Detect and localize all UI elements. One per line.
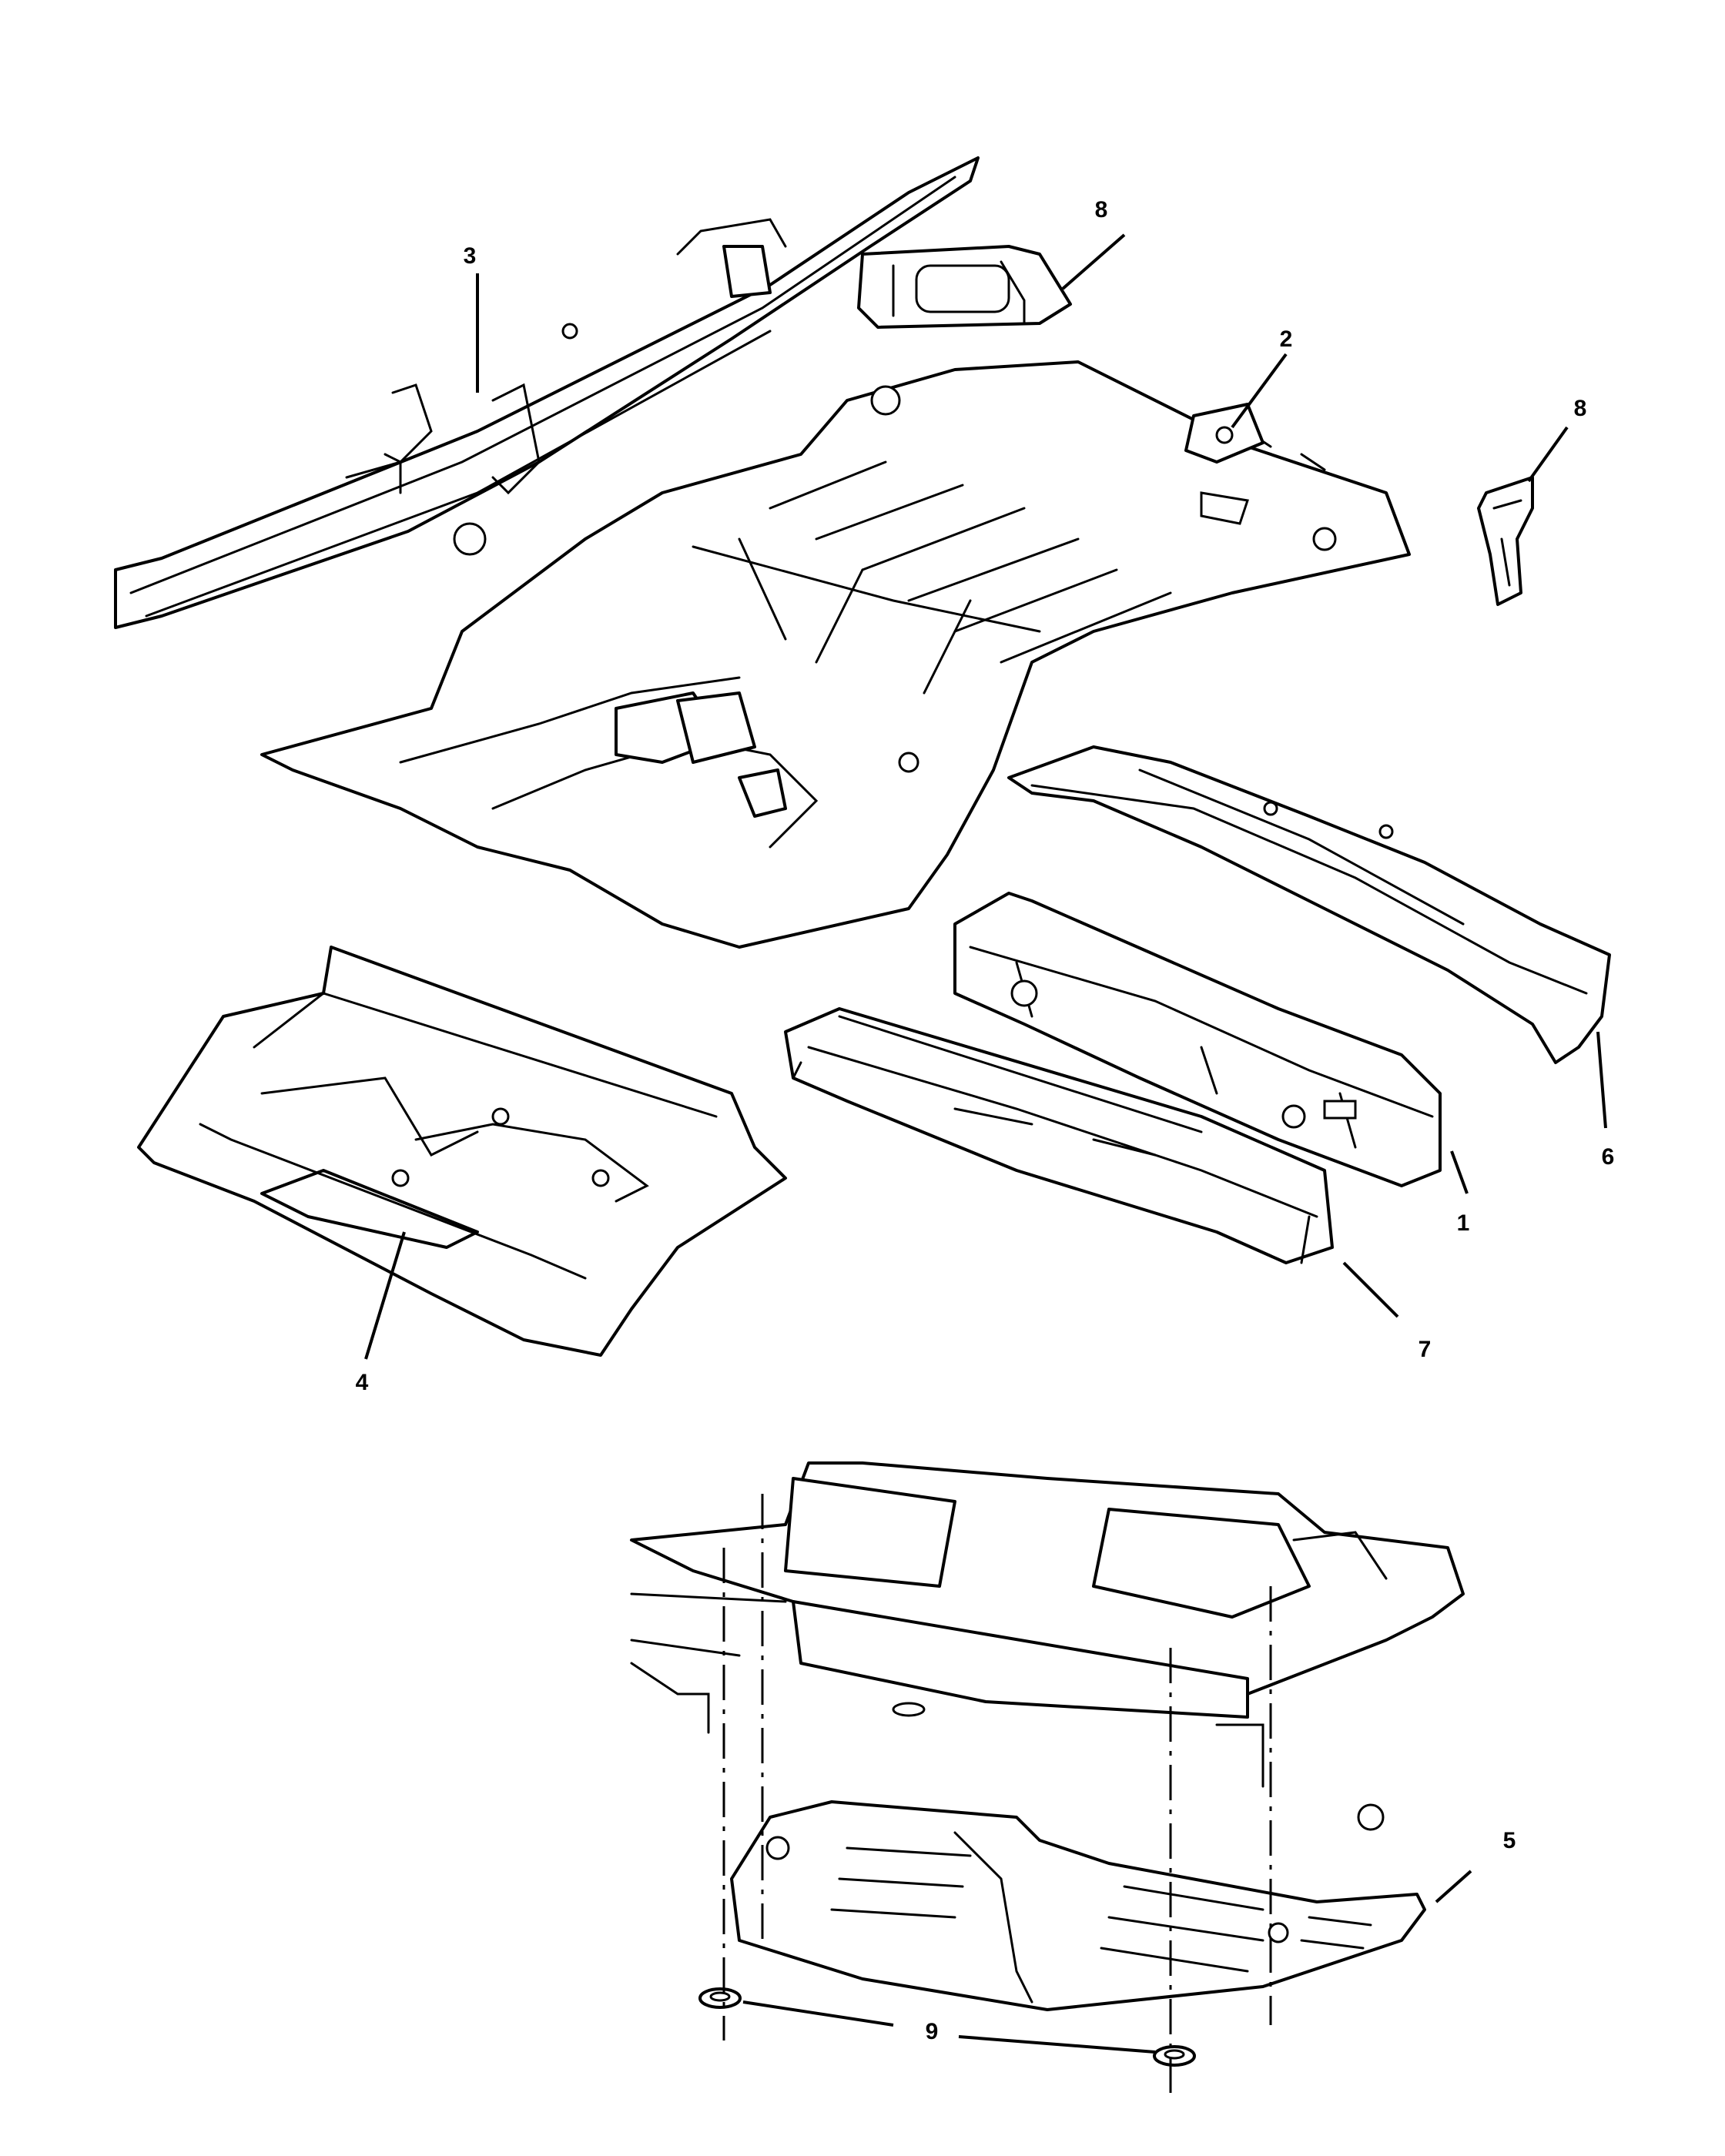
leader-lines xyxy=(364,233,1607,2054)
callouts: 3 8 2 8 1 6 7 4 5 9 xyxy=(356,197,1615,2044)
callout-6: 6 xyxy=(1602,1144,1615,1170)
callout-8-right: 8 xyxy=(1574,396,1587,421)
part-6-rear-crossmember xyxy=(1007,745,1611,1064)
callout-5: 5 xyxy=(1503,1828,1516,1853)
callout-8-top: 8 xyxy=(1095,197,1108,223)
part-8-bracket-right xyxy=(1477,476,1534,606)
part-1-crossmember xyxy=(953,892,1442,1187)
callout-1: 1 xyxy=(1457,1210,1470,1236)
underbody-assembly xyxy=(630,1461,1465,1831)
part-4-front-floor-pan xyxy=(137,946,787,1357)
part-9-plugs xyxy=(698,1987,1196,2067)
part-7-crossmember xyxy=(784,1007,1334,1264)
part-3-frame-rail xyxy=(114,156,980,629)
callout-3: 3 xyxy=(464,243,477,269)
part-2-bracket xyxy=(1184,403,1264,464)
part-5-skid-plate xyxy=(730,1800,1426,2011)
main-rear-floor-pan xyxy=(260,360,1411,949)
callout-9: 9 xyxy=(926,2019,939,2044)
callout-7: 7 xyxy=(1419,1337,1432,1362)
callout-2: 2 xyxy=(1280,326,1293,352)
alignment-lines xyxy=(722,1494,1272,2094)
part-8-reinforcement-top xyxy=(857,245,1072,329)
callout-4: 4 xyxy=(356,1370,369,1395)
